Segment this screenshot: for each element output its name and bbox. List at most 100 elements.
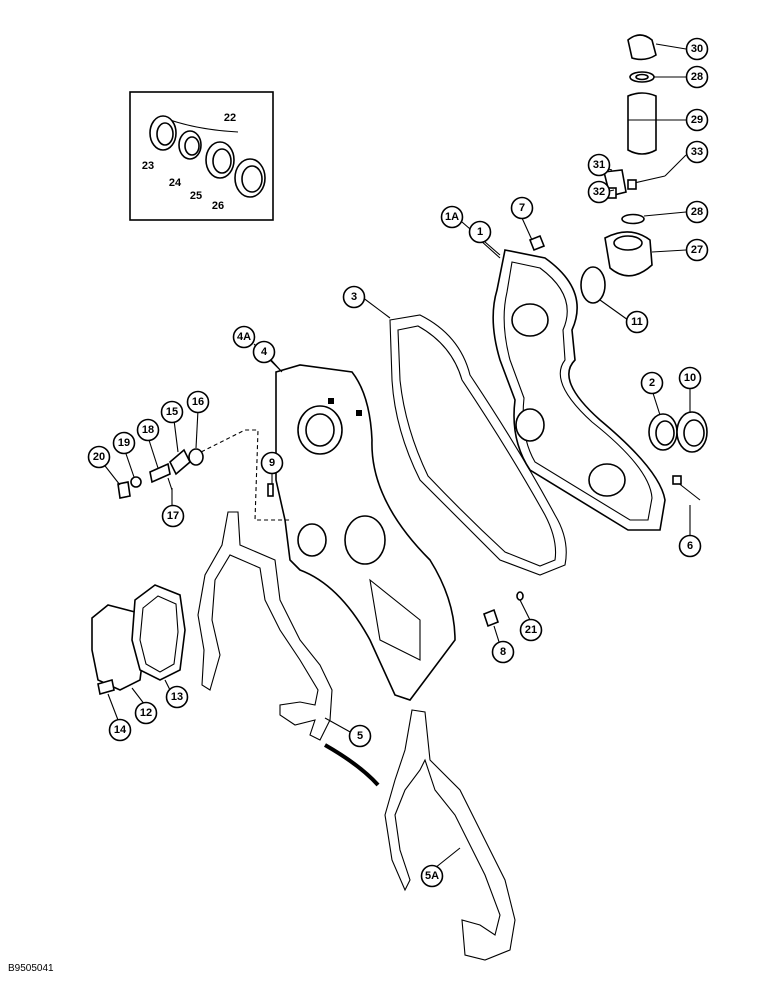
seal-2-part	[648, 413, 678, 451]
callout-label: 7	[519, 202, 525, 214]
callout-circle	[108, 718, 132, 742]
callout-label: 30	[691, 43, 703, 55]
callout-circle	[161, 504, 185, 528]
callout-circle	[252, 340, 276, 364]
callout-circle	[491, 640, 515, 664]
seal-kit-inset: 22 23 24 25 26	[129, 91, 274, 221]
bolt-8-part	[483, 608, 499, 628]
o-ring-16-part	[188, 448, 204, 466]
fill-tube-assembly	[580, 34, 666, 304]
callout-28: 28	[685, 200, 709, 224]
callout-label: 21	[525, 624, 537, 636]
callout-circle	[685, 108, 709, 132]
transition-arrow	[324, 743, 380, 787]
callout-circle	[232, 325, 256, 349]
callout-circle	[685, 238, 709, 262]
pin-9-part	[267, 483, 274, 497]
callout-10: 10	[678, 366, 702, 390]
inset-label-26: 26	[212, 200, 224, 212]
gasket-5a-part	[384, 709, 516, 961]
callout-label: 28	[691, 206, 703, 218]
callout-label: 28	[691, 71, 703, 83]
callout-circle	[468, 220, 492, 244]
callout-3: 3	[342, 285, 366, 309]
callout-12: 12	[134, 701, 158, 725]
callout-circle	[587, 153, 611, 177]
callout-label: 33	[691, 146, 703, 158]
seal-10-part	[676, 411, 708, 453]
nut-20-part	[117, 481, 131, 499]
seal-25-part	[205, 141, 235, 179]
callout-label: 29	[691, 114, 703, 126]
callout-circle	[342, 285, 366, 309]
callout-label: 13	[171, 691, 183, 703]
seal-19-part	[130, 476, 142, 488]
figure-reference: B9505041	[8, 963, 54, 974]
callout-30: 30	[685, 37, 709, 61]
callout-label: 32	[593, 186, 605, 198]
inset-label-23: 23	[142, 160, 154, 172]
callout-21: 21	[519, 618, 543, 642]
o-ring-11-part	[580, 266, 606, 304]
callout-label: 1	[477, 226, 483, 238]
callout-label: 9	[269, 457, 275, 469]
callout-17: 17	[161, 504, 185, 528]
washer-lower-part	[621, 213, 645, 225]
cover-plates-group	[91, 584, 186, 696]
callout-29: 29	[685, 108, 709, 132]
callout-5a: 5A	[420, 864, 444, 888]
callout-label: 4A	[237, 331, 251, 343]
callout-31: 31	[587, 153, 611, 177]
front-cover-part	[492, 249, 666, 531]
callout-circle	[134, 701, 158, 725]
callout-circle	[685, 65, 709, 89]
seal-24-part	[178, 130, 202, 160]
callout-label: 19	[118, 437, 130, 449]
callout-6: 6	[678, 534, 702, 558]
callout-label: 11	[631, 316, 643, 328]
callout-circle	[678, 366, 702, 390]
sensor-18-part	[149, 462, 171, 484]
callout-circle	[260, 451, 284, 475]
callout-33: 33	[685, 140, 709, 164]
callout-label: 15	[166, 406, 178, 418]
seal-23-part	[149, 115, 177, 151]
bolt-14-part	[97, 678, 115, 696]
sensor-parts-group	[117, 429, 290, 521]
callout-label: 10	[684, 372, 696, 384]
callout-circle	[510, 196, 534, 220]
callout-circle	[685, 140, 709, 164]
callout-circle	[420, 864, 444, 888]
callout-label: 8	[500, 646, 506, 658]
callout-label: 6	[687, 540, 693, 552]
inset-label-24: 24	[169, 177, 182, 189]
elbow-cap-part	[627, 34, 657, 61]
bolt-7-part	[528, 234, 546, 252]
inset-bracket-line	[169, 119, 239, 133]
callout-circle	[440, 205, 464, 229]
screw-17-part	[167, 477, 173, 491]
gasket-5-part	[197, 511, 333, 741]
callout-16: 16	[186, 390, 210, 414]
leader-lines	[101, 43, 691, 869]
inset-label-22: 22	[224, 112, 236, 124]
callout-label: 5	[357, 730, 363, 742]
callout-28: 28	[685, 65, 709, 89]
cover-plate-12-part	[91, 604, 146, 691]
callout-label: 18	[142, 424, 154, 436]
callout-label: 4	[261, 346, 268, 358]
callout-label: 1A	[445, 211, 459, 223]
callout-label: 16	[192, 396, 204, 408]
callout-label: 27	[691, 244, 703, 256]
callout-label: 17	[167, 510, 179, 522]
callout-18: 18	[136, 418, 160, 442]
callout-circle	[625, 310, 649, 334]
callout-20: 20	[87, 445, 111, 469]
callout-label: 20	[93, 451, 105, 463]
callout-label: 14	[114, 724, 127, 736]
gasket-13-part	[131, 584, 186, 681]
callout-circle	[348, 724, 372, 748]
callout-label: 12	[140, 707, 152, 719]
